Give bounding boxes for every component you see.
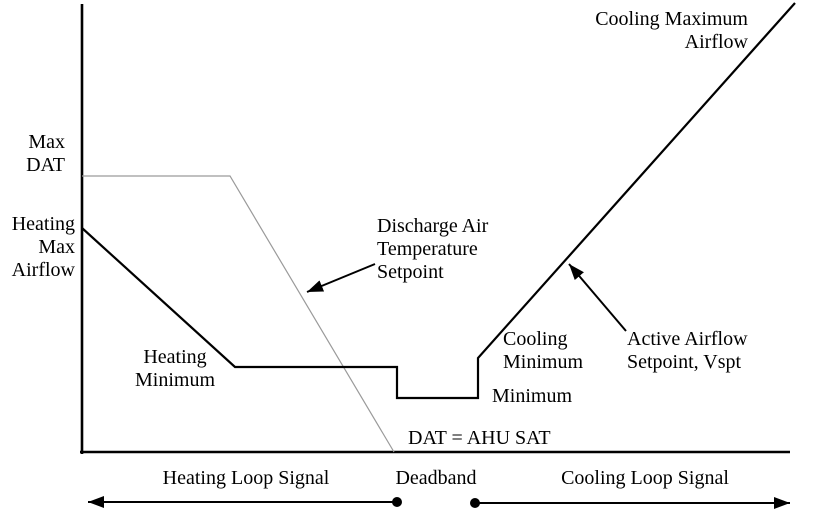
- dat-annotation-arrow: [306, 263, 376, 293]
- cooling-loop-origin-dot: [470, 498, 480, 508]
- label-max-dat: Max DAT: [26, 131, 65, 176]
- label-heating-max-airflow: Heating Max Airflow: [11, 213, 75, 281]
- dat-setpoint-line: [82, 175, 395, 453]
- active-airflow-setpoint-line: [81, 2, 796, 400]
- label-dat-equals-ahu-sat: DAT = AHU SAT: [408, 427, 551, 449]
- vspt-annotation-arrow: [568, 263, 627, 332]
- label-active-airflow-setpoint-vspt: Active Airflow Setpoint, Vspt: [627, 328, 748, 373]
- label-heating-minimum: Heating Minimum: [134, 346, 215, 391]
- label-deadband: Deadband: [395, 467, 477, 489]
- heating-loop-origin-dot: [392, 497, 402, 507]
- label-heating-loop-signal: Heating Loop Signal: [162, 467, 330, 489]
- label-cooling-maximum-airflow: Cooling Maximum Airflow: [595, 8, 748, 53]
- label-discharge-air-temperature-setpoint: Discharge Air Temperature Setpoint: [377, 215, 489, 283]
- label-cooling-loop-signal: Cooling Loop Signal: [561, 467, 729, 489]
- label-minimum: Minimum: [492, 385, 573, 407]
- label-cooling-minimum: Cooling Minimum: [503, 328, 584, 373]
